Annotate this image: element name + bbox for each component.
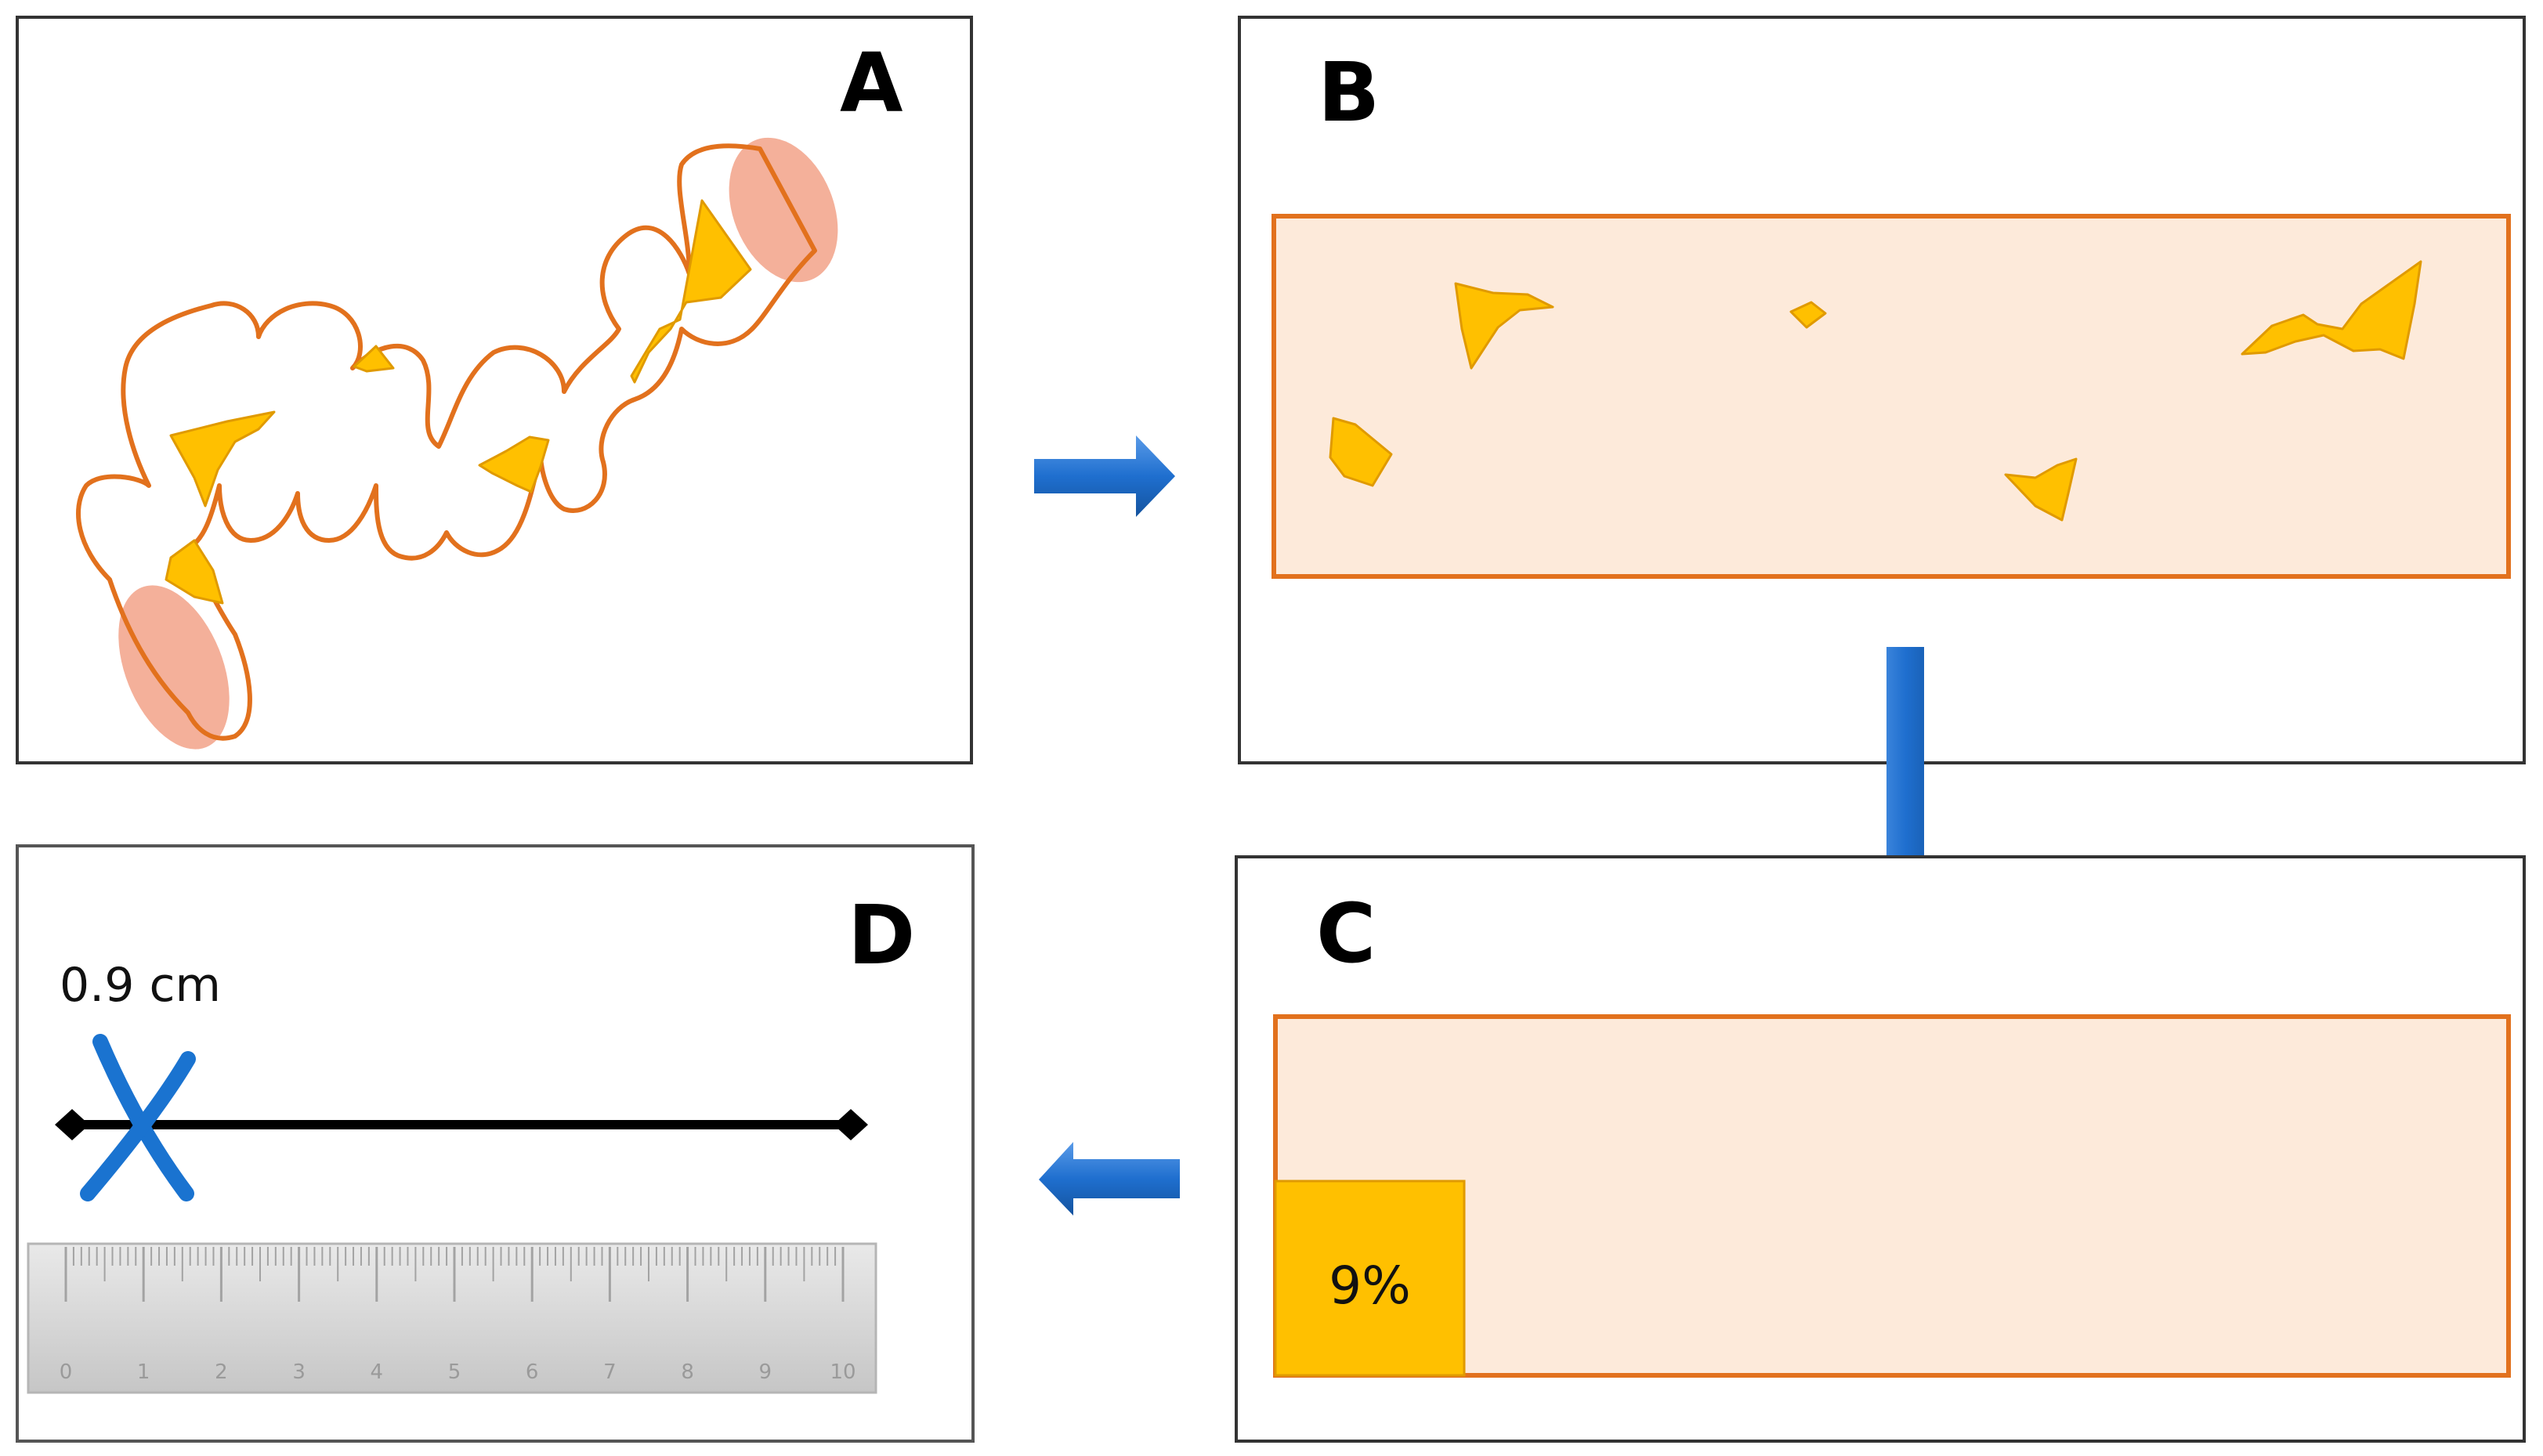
tumor-focus	[478, 435, 550, 493]
x-marker-stroke-2	[80, 1051, 196, 1201]
tumor-focus	[2241, 260, 2422, 360]
ruler-tick-label: 3	[292, 1360, 306, 1384]
tumor-foci-b	[1329, 260, 2422, 522]
ruler-body	[27, 1242, 877, 1394]
tumor-focus	[1789, 301, 1827, 329]
ruler-tick-label: 5	[448, 1360, 461, 1384]
arrow-right	[1034, 435, 1175, 517]
panel-d: D 0.9 cm 0 1 2 3 4 5 6 7 8 9 10	[16, 844, 975, 1443]
ruler-tick-label: 7	[603, 1360, 617, 1384]
panel-c: C 9%	[1235, 855, 2526, 1443]
line-endpoint-right	[834, 1109, 868, 1140]
tumor-focus	[1329, 417, 1393, 487]
margin-ellipse-bottom	[118, 585, 230, 750]
tumor-focus	[169, 410, 276, 508]
panel-a-label: A	[840, 35, 903, 131]
tumor-focus	[1454, 282, 1554, 370]
tumor-focus	[353, 345, 395, 373]
ruler-tick-label: 4	[371, 1360, 384, 1384]
tissue-strip-c	[1273, 1014, 2511, 1378]
panel-b: B	[1238, 16, 2526, 764]
ruler-tick-label: 1	[137, 1360, 150, 1384]
ruler-tick-label: 8	[681, 1360, 694, 1384]
tumor-area-block	[1274, 1180, 1466, 1377]
ruler-tick-label: 6	[526, 1360, 539, 1384]
panel-a: A	[16, 16, 973, 764]
measurement-label: 0.9 cm	[60, 958, 221, 1013]
ruler: 0 1 2 3 4 5 6 7 8 9 10	[27, 1242, 877, 1394]
tumor-focus	[2004, 457, 2078, 522]
ruler-tick-label: 2	[215, 1360, 228, 1384]
ruler-ticks	[64, 1247, 845, 1302]
line-endpoint-left	[55, 1109, 89, 1140]
tissue-strip-b	[1272, 214, 2511, 579]
tumor-focus	[630, 199, 752, 384]
tumor-foci-a	[165, 199, 752, 605]
panel-d-label: D	[848, 887, 915, 983]
ruler-labels: 0 1 2 3 4 5 6 7 8 9 10	[60, 1360, 856, 1384]
arrow-down	[1865, 647, 1946, 948]
tissue-outline	[76, 143, 817, 741]
tumor-percent-label: 9%	[1329, 1255, 1411, 1316]
tumor-focus	[165, 539, 224, 605]
arrow-left	[1039, 1142, 1180, 1216]
x-marker	[80, 1034, 196, 1201]
panel-b-label: B	[1318, 45, 1380, 140]
ruler-tick-label: 9	[759, 1360, 772, 1384]
panel-c-label: C	[1316, 886, 1376, 981]
ruler-tick-label: 0	[60, 1360, 73, 1384]
ruler-tick-label: 10	[830, 1360, 856, 1384]
